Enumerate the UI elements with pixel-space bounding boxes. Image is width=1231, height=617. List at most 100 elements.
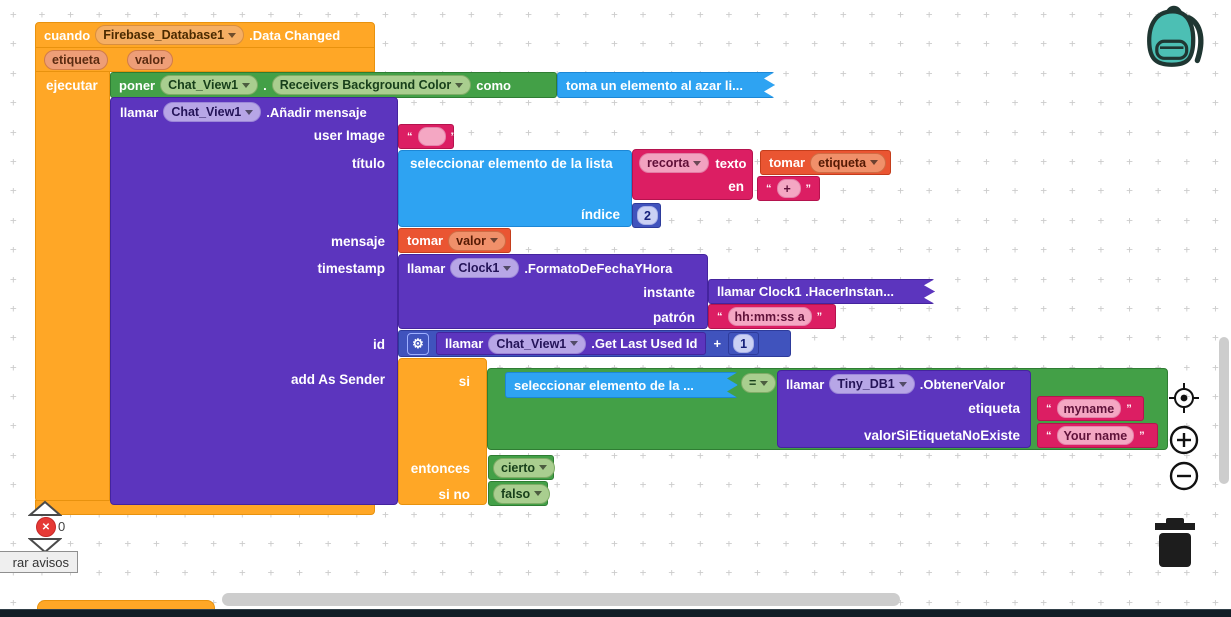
event-name: .Data Changed: [249, 27, 341, 43]
get-variable-etiqueta-block[interactable]: tomar etiqueta: [760, 150, 891, 175]
call-clock-format-block[interactable]: llamar Clock1 .FormatoDeFechaYHora: [398, 254, 708, 329]
chevron-down-icon: [228, 32, 237, 38]
logic-true-dropdown[interactable]: cierto: [493, 457, 556, 478]
event-block-left-wall[interactable]: ejecutar: [35, 71, 110, 502]
chevron-down-icon: [490, 238, 499, 243]
event-param-valor[interactable]: valor: [126, 49, 173, 70]
vertical-scrollbar[interactable]: [1219, 337, 1229, 484]
setter-property-dropdown[interactable]: Receivers Background Color: [271, 75, 472, 95]
event-param-etiqueta[interactable]: etiqueta: [44, 49, 108, 70]
collapsed-select-list-item-block[interactable]: seleccionar elemento de la ...: [505, 372, 738, 398]
center-blocks-icon[interactable]: [1166, 380, 1202, 416]
collapsed-make-instant-block[interactable]: llamar Clock1 .HacerInstan...: [708, 279, 935, 304]
logic-true-block[interactable]: cierto: [488, 455, 556, 480]
dropdown-value: etiqueta: [818, 155, 867, 170]
plus-operator: +: [713, 336, 722, 351]
patron-label: patrón: [653, 310, 695, 325]
close-quote: ”: [1126, 402, 1132, 415]
warning-down-arrow[interactable]: [28, 537, 62, 554]
dropdown-value: valor: [456, 233, 487, 248]
text-field[interactable]: [417, 127, 446, 146]
dropdown-value: =: [749, 376, 757, 390]
id-component-dropdown[interactable]: Chat_View1: [488, 333, 587, 354]
window-bottom-edge: [0, 609, 1231, 617]
chevron-down-icon: [455, 82, 464, 88]
zoom-out-icon[interactable]: [1168, 460, 1201, 493]
set-property-block[interactable]: poner Chat_View1 . Receivers Background …: [110, 72, 557, 98]
text-field[interactable]: +: [776, 179, 801, 198]
text-string-block-empty[interactable]: “ ”: [398, 124, 456, 149]
error-count: 0: [58, 519, 66, 534]
show-warnings-button[interactable]: rar avisos: [0, 551, 78, 573]
dropdown-value: Chat_View1: [496, 336, 567, 351]
text-string-block-plus[interactable]: “ + ”: [757, 176, 820, 201]
select-list-item-block[interactable]: [398, 150, 632, 227]
event-component-dropdown[interactable]: Firebase_Database1: [95, 25, 245, 45]
clock-component-dropdown[interactable]: Clock1: [450, 258, 520, 278]
slot-label-add-as-sender: add As Sender: [290, 372, 385, 387]
variable-dropdown[interactable]: valor: [448, 230, 507, 251]
collapsed-pick-random-item-block[interactable]: toma un elemento al azar li...: [557, 72, 775, 98]
event-params-row: etiqueta valor: [35, 47, 375, 72]
text-field[interactable]: hh:mm:ss a: [727, 307, 812, 326]
open-quote: “: [1046, 402, 1052, 415]
horizontal-scrollbar[interactable]: [222, 593, 900, 606]
warning-up-arrow[interactable]: [28, 500, 62, 517]
number-field[interactable]: 2: [637, 206, 658, 225]
text-string-block-pattern[interactable]: “ hh:mm:ss a ”: [708, 304, 836, 329]
number-block-1[interactable]: 1: [728, 332, 760, 355]
call-component-dropdown[interactable]: Chat_View1: [163, 102, 262, 122]
trim-op-dropdown[interactable]: recorta: [639, 153, 710, 173]
call-method: .Añadir mensaje: [266, 104, 367, 120]
dropdown-value: Clock1: [458, 261, 500, 275]
instante-label: instante: [643, 285, 695, 300]
dropdown-value: Tiny_DB1: [837, 377, 895, 391]
slot-label-mensaje: mensaje: [330, 234, 385, 249]
trim-texto-label: texto: [715, 155, 747, 171]
chevron-down-icon: [534, 491, 543, 496]
trash-icon[interactable]: [1151, 516, 1199, 568]
error-indicator-icon[interactable]: ✕: [36, 517, 56, 537]
text-field[interactable]: myname: [1056, 399, 1122, 418]
chevron-down-icon: [898, 381, 907, 387]
call-add-message-block[interactable]: [110, 97, 398, 505]
close-quote: ”: [816, 310, 823, 323]
text-field[interactable]: Your name: [1056, 426, 1135, 445]
get-variable-valor-block[interactable]: tomar valor: [398, 228, 511, 253]
logic-false-dropdown[interactable]: falso: [493, 483, 551, 504]
compare-op-dropdown[interactable]: =: [741, 373, 777, 393]
chevron-down-icon: [870, 160, 879, 165]
trim-en-label: en: [728, 179, 744, 194]
number-block-2[interactable]: 2: [632, 203, 661, 228]
chevron-down-icon: [539, 465, 548, 470]
logic-false-block[interactable]: falso: [488, 481, 551, 506]
call-method: .Get Last Used Id: [591, 336, 698, 351]
param-label: etiqueta: [52, 52, 100, 67]
open-quote: “: [407, 130, 413, 143]
backpack-icon[interactable]: [1141, 5, 1211, 69]
call-get-last-used-id-block[interactable]: llamar Chat_View1 .Get Last Used Id: [436, 332, 707, 355]
setter-component-dropdown[interactable]: Chat_View1: [160, 75, 259, 95]
call-tinydb-getvalue-block[interactable]: llamar Tiny_DB1 .ObtenerValor: [777, 370, 1031, 448]
tinydb-component-dropdown[interactable]: Tiny_DB1: [829, 374, 915, 394]
text-string-block-yourname[interactable]: “ Your name ”: [1037, 423, 1158, 448]
collapsed-label: llamar Clock1 .HacerInstan...: [717, 284, 895, 299]
number-field[interactable]: 1: [733, 334, 755, 353]
event-do-label: ejecutar: [46, 78, 98, 93]
chevron-down-icon: [245, 109, 254, 115]
variable-dropdown[interactable]: etiqueta: [810, 152, 887, 173]
dropdown-value: recorta: [647, 156, 690, 170]
trim-text-block[interactable]: recorta texto en: [632, 149, 753, 200]
chevron-down-icon: [570, 341, 579, 346]
event-block-header[interactable]: cuando Firebase_Database1 .Data Changed: [35, 22, 375, 48]
gear-icon[interactable]: ⚙: [407, 332, 429, 355]
math-add-block[interactable]: ⚙ llamar Chat_View1 .Get Last Used Id + …: [398, 330, 791, 357]
dropdown-value: Chat_View1: [171, 105, 242, 119]
show-warnings-label: rar avisos: [12, 554, 69, 570]
zoom-in-icon[interactable]: [1168, 424, 1201, 457]
call-kw: llamar: [407, 260, 446, 276]
text-string-block-myname[interactable]: “ myname ”: [1037, 396, 1144, 421]
if-then-else-block[interactable]: [398, 358, 487, 505]
call-kw: llamar: [786, 376, 825, 392]
